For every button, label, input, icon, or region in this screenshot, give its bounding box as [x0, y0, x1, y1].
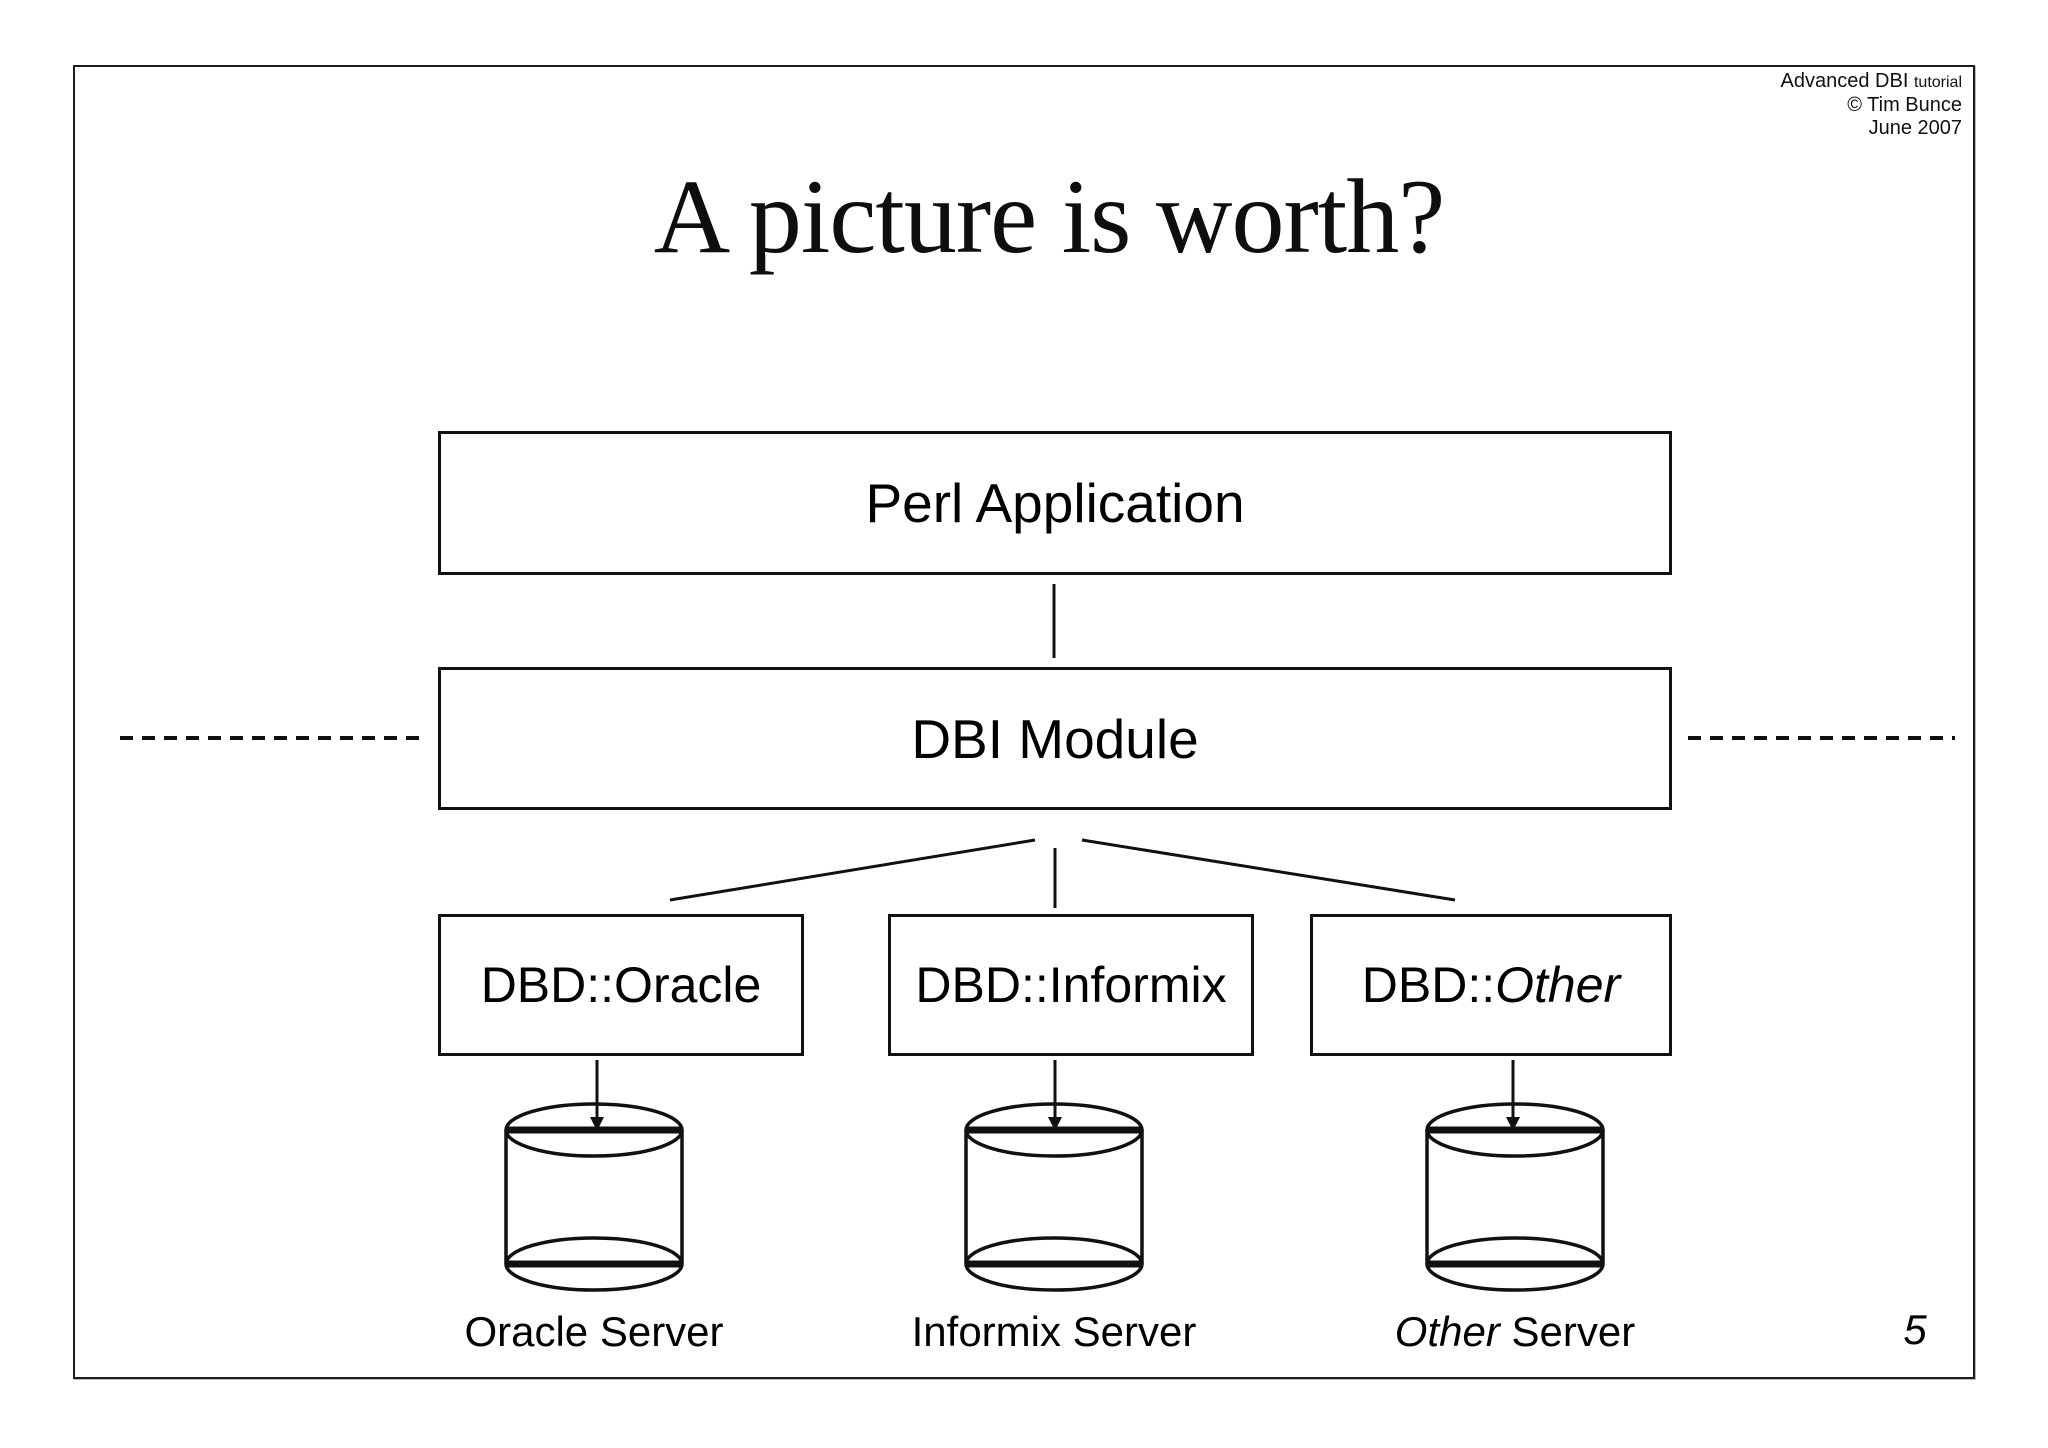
dbi-module-box: DBI Module: [438, 667, 1672, 810]
informix-server-label: Informix Server: [854, 1308, 1254, 1356]
oracle-database-cylinder-icon: [504, 1102, 684, 1292]
arrowhead-icon: [590, 1117, 604, 1131]
credits-block: Advanced DBI tutorial © Tim Bunce June 2…: [1781, 70, 1962, 140]
credit-date-line: June 2007: [1868, 117, 1962, 139]
server-suffix: Server: [1499, 1308, 1636, 1355]
credit-copyright-line: © Tim Bunce: [1847, 94, 1962, 116]
dbd-oracle-box: DBD::Oracle: [438, 914, 804, 1056]
driver-to-db-connectors: [590, 1060, 1520, 1131]
server-name: Other: [1394, 1308, 1500, 1355]
dbd-oracle-label: DBD::Oracle: [481, 956, 762, 1014]
dbi-branch-lines: [669, 838, 1456, 908]
server-suffix: Server: [1060, 1308, 1197, 1355]
dbd-informix-label: DBD::Informix: [915, 956, 1226, 1014]
dbd-prefix: DBD::: [915, 957, 1049, 1013]
slide-border: [73, 65, 1975, 1379]
informix-database-cylinder-icon: [964, 1102, 1144, 1292]
server-suffix: Server: [588, 1308, 724, 1355]
driver-name: Oracle: [614, 957, 762, 1013]
other-database-cylinder-icon: [1425, 1102, 1605, 1292]
tutorial-suffix: tutorial: [1913, 74, 1962, 91]
perl-application-label: Perl Application: [865, 472, 1245, 534]
slide-title: A picture is worth?: [653, 158, 1446, 275]
dbd-other-box: DBD::Other: [1310, 914, 1672, 1056]
dbi-module-label: DBI Module: [911, 707, 1199, 770]
dbd-prefix: DBD::: [480, 957, 615, 1013]
perl-application-box: Perl Application: [438, 431, 1672, 575]
page-number: 5: [1903, 1306, 1927, 1353]
server-name: Oracle: [464, 1308, 589, 1355]
branch-line-left: [669, 838, 1036, 902]
branch-line-right: [1081, 838, 1456, 902]
driver-name: Informix: [1048, 957, 1227, 1013]
other-server-label: Other Server: [1315, 1308, 1715, 1356]
credit-tutorial-line: Advanced DBI tutorial: [1781, 70, 1962, 94]
dbd-prefix: DBD::: [1361, 957, 1496, 1013]
dbd-other-label: DBD::Other: [1362, 956, 1620, 1014]
driver-name: Other: [1495, 957, 1621, 1013]
server-name: Informix: [911, 1308, 1061, 1355]
tutorial-name: Advanced DBI: [1780, 70, 1909, 92]
arrowhead-icon: [1506, 1117, 1520, 1131]
oracle-server-label: Oracle Server: [394, 1308, 794, 1356]
arrowhead-icon: [1048, 1117, 1062, 1131]
dbd-informix-box: DBD::Informix: [888, 914, 1254, 1056]
